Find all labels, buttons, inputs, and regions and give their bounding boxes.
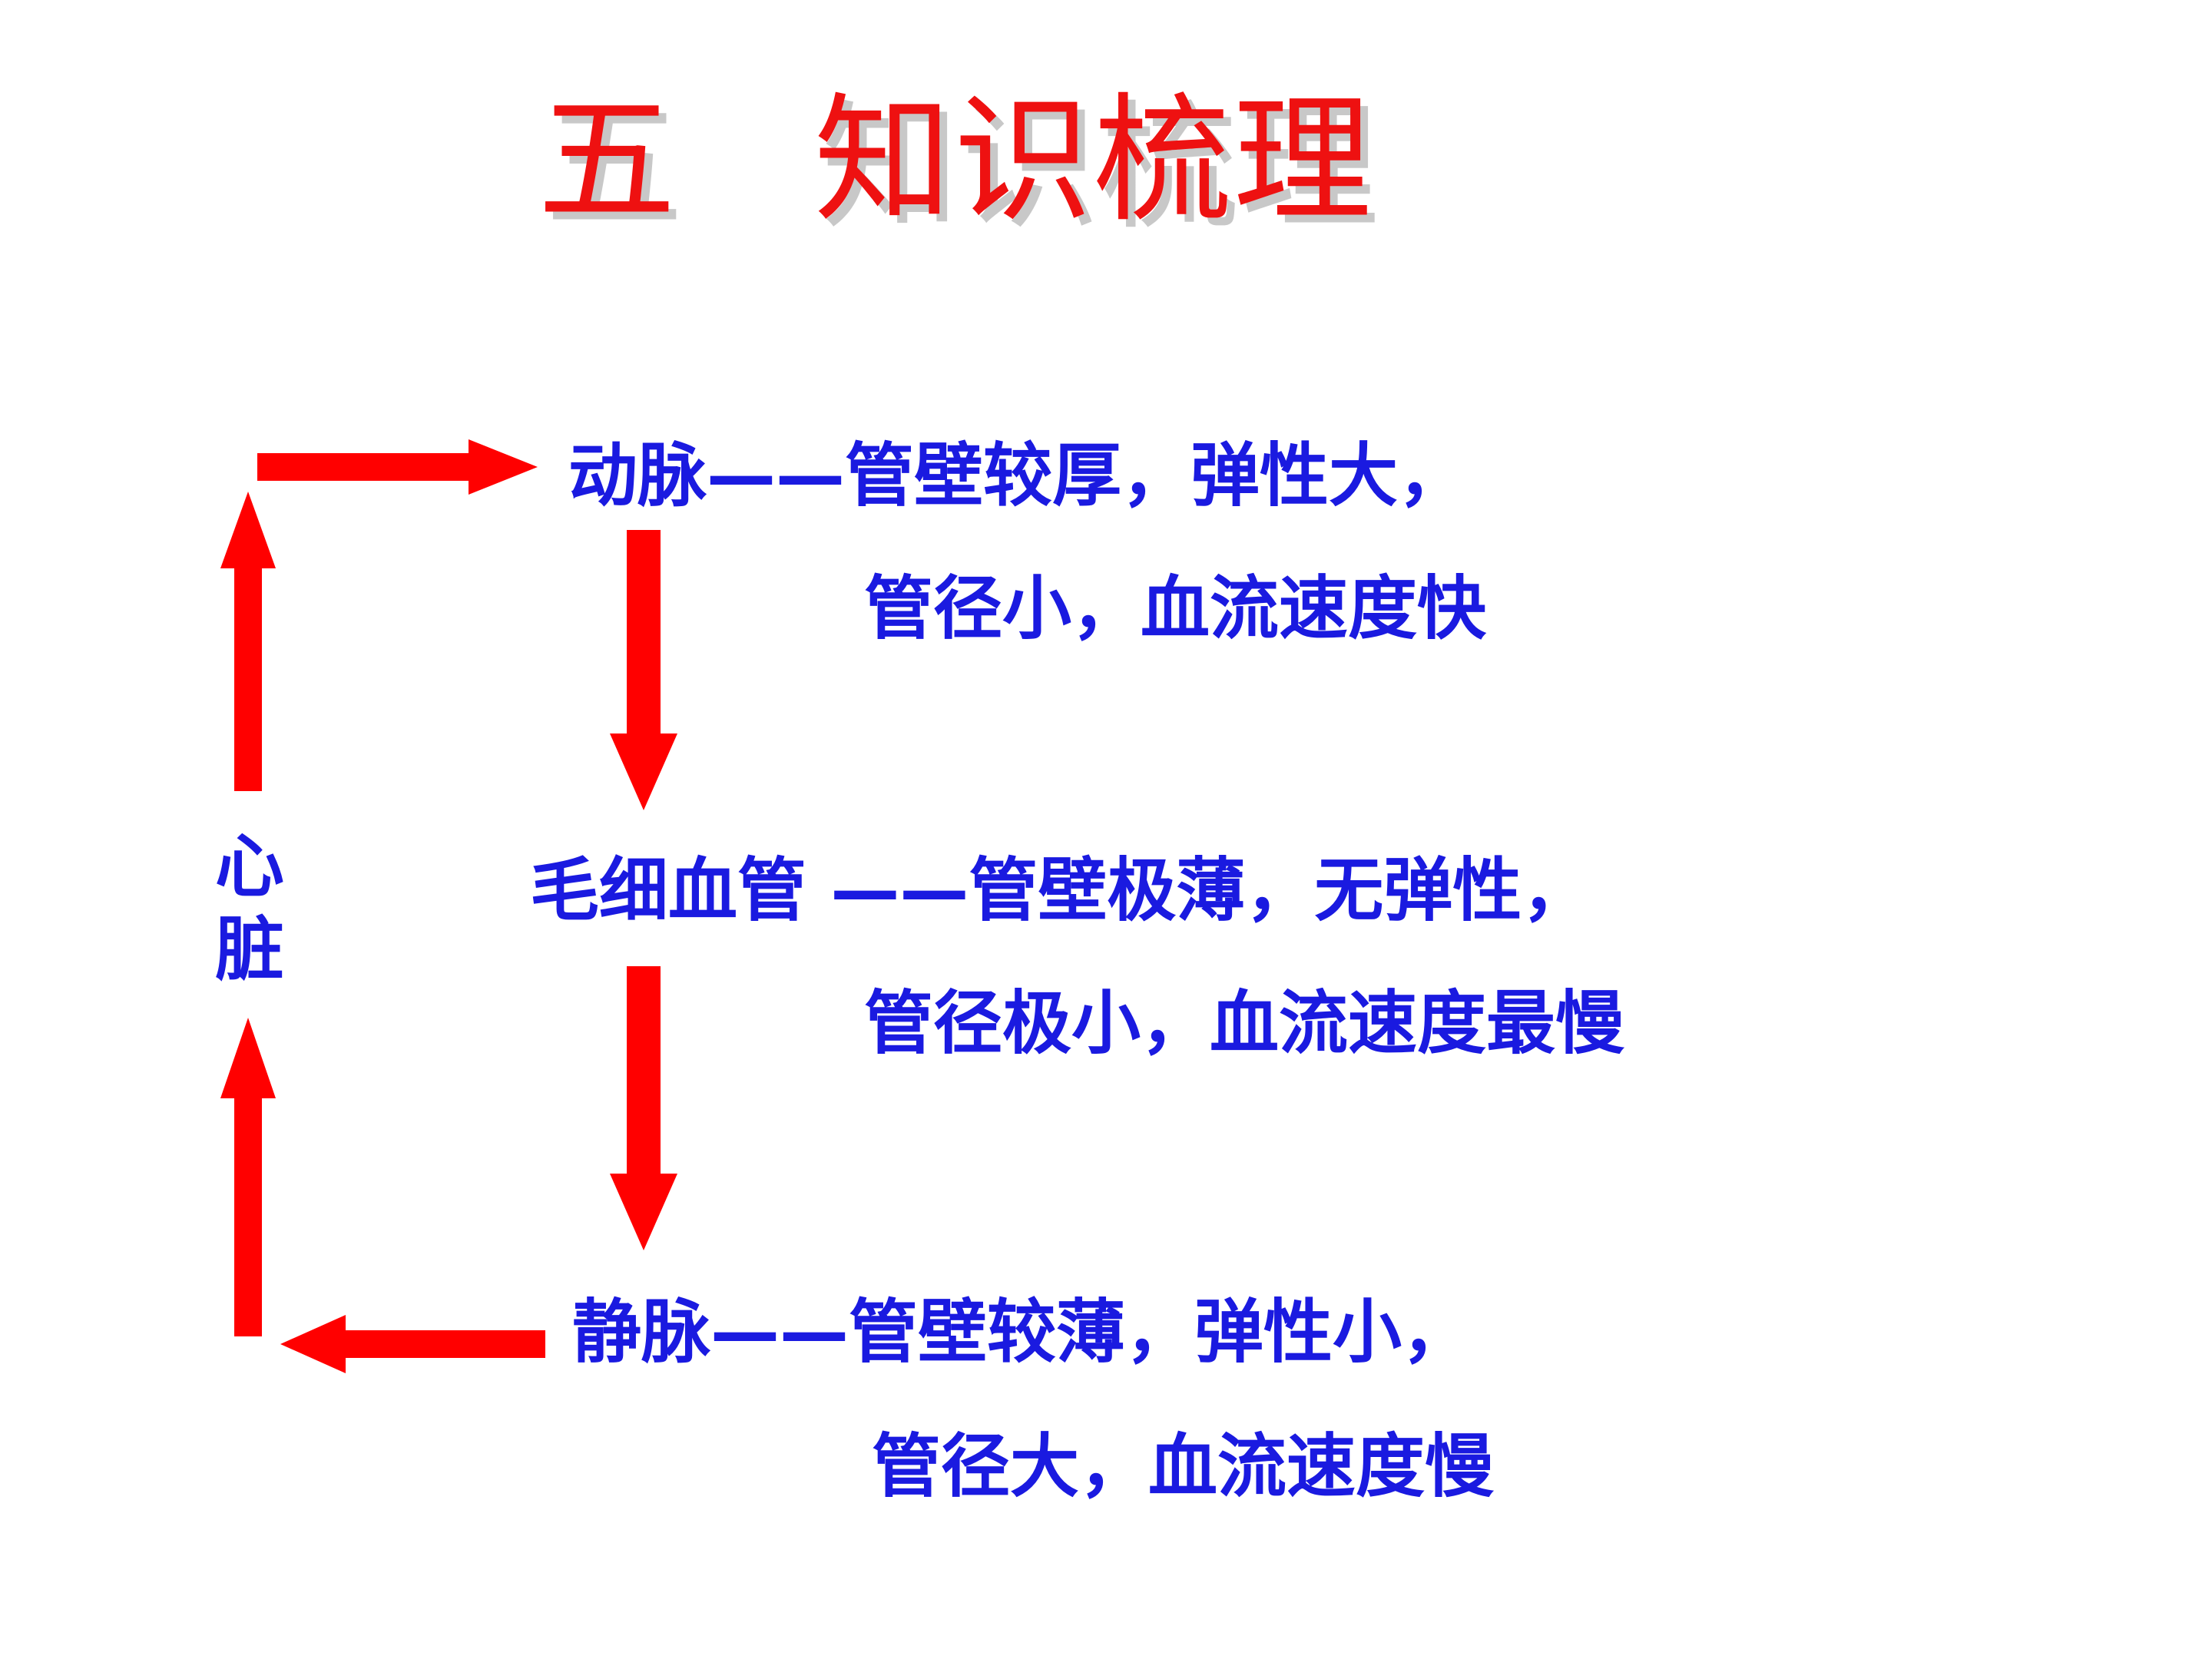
arrow-vein-to-heart-horizontal — [280, 1315, 545, 1373]
page-title: 五 知识梳理 — [538, 81, 1373, 241]
arrow-capillary-to-vein — [610, 966, 677, 1250]
arrow-artery-to-capillary — [610, 530, 677, 810]
capillary-line-1: 毛细血管 ——管壁极薄，无弹性， — [530, 850, 1591, 931]
capillary-line-2: 管径极小，血流速度最慢 — [864, 983, 1624, 1064]
heart-label-char-1: 心 — [215, 826, 284, 907]
arrow-heart-to-artery-horizontal — [257, 439, 538, 495]
arrow-heart-up-to-artery — [220, 492, 276, 791]
artery-line-2: 管径小，血流速度快 — [864, 568, 1486, 649]
heart-label: 心 脏 — [207, 826, 292, 992]
vein-line-2: 管径大，血流速度慢 — [872, 1426, 1494, 1507]
heart-label-char-2: 脏 — [215, 909, 284, 990]
arrow-vein-up-to-heart — [220, 1018, 276, 1336]
vein-line-1: 静脉——管壁较薄，弹性小， — [572, 1292, 1471, 1373]
artery-line-1: 动脉——管壁较厚，弹性大， — [568, 435, 1467, 516]
